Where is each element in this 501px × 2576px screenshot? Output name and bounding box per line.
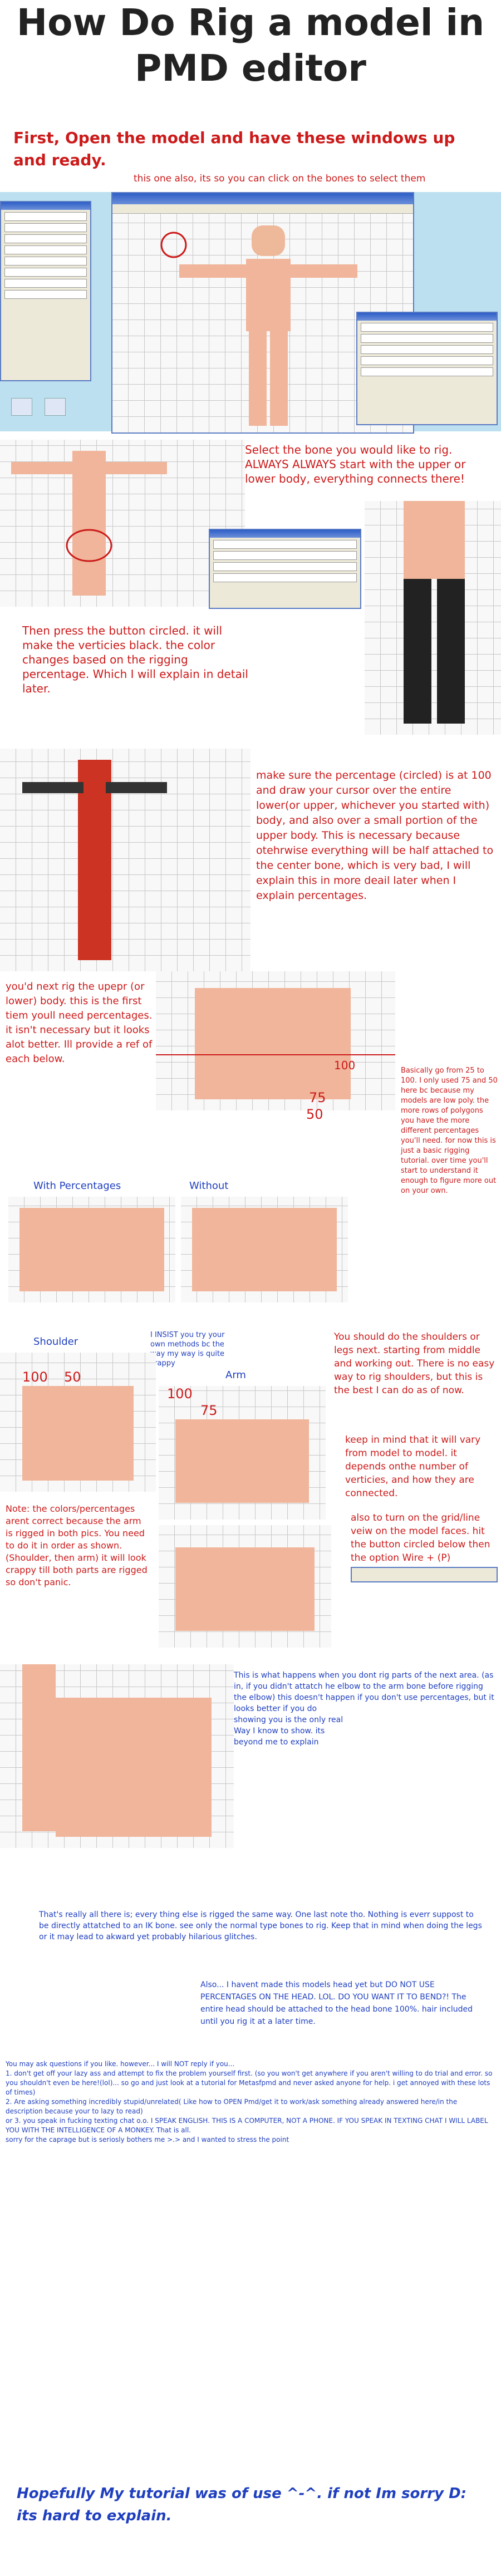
arm-figure	[175, 1419, 309, 1503]
closing-text: Hopefully My tutorial was of use ^-^. if…	[17, 2485, 467, 2524]
step-4-text: make sure the percentage (circled) is at…	[256, 769, 494, 902]
editor-screenshot-1	[0, 192, 501, 434]
arm-view	[159, 1386, 326, 1520]
shoulder-figure	[22, 1386, 134, 1481]
weight-dialog	[209, 529, 361, 609]
desktop-icon	[45, 398, 66, 416]
torso-percentages-view	[156, 971, 395, 1110]
with-percentages-figure	[19, 1208, 164, 1291]
shoulder-label: Shoulder	[33, 1336, 78, 1348]
footer-para-3: You may ask questions if you like. howev…	[6, 2060, 493, 2144]
footer-para-1: That's really all there is; every thing …	[39, 1910, 482, 1941]
without-label: Without	[189, 1180, 229, 1192]
step-2-text: Select the bone you would like to rig. A…	[245, 443, 466, 485]
percent-label-50: 50	[306, 1107, 323, 1122]
desktop-icon	[11, 398, 32, 416]
without-percentages-view	[181, 1197, 348, 1302]
tutorial-title: How Do Rig a model in PMD editor	[0, 0, 501, 91]
shoulder-text-2: keep in mind that it will vary from mode…	[345, 1434, 481, 1499]
arm-label-100: 100	[167, 1386, 193, 1402]
step-5-side-note: Basically go from 25 to 100. I only used…	[401, 1066, 498, 1195]
black-verts-figure	[22, 760, 167, 960]
elbow-figure	[22, 1664, 212, 1837]
lower-body-figure	[404, 501, 465, 724]
material-window	[356, 312, 498, 425]
percent-label-75: 75	[309, 1090, 326, 1105]
upper-body-view	[0, 440, 245, 607]
arm-figure-2	[175, 1547, 315, 1631]
step-1-text: First, Open the model and have these win…	[13, 129, 455, 169]
step-3-text: Then press the button circled. it will m…	[22, 624, 248, 695]
shoulder-note: Note: the colors/percentages arent corre…	[6, 1503, 148, 1587]
wire-toolbar	[351, 1567, 498, 1582]
shoulder-text-3: also to turn on the grid/line veiw on th…	[351, 1512, 490, 1564]
shoulder-label-100: 100	[22, 1369, 48, 1385]
arm-view-2	[159, 1525, 331, 1648]
without-percentages-figure	[192, 1208, 337, 1291]
black-verts-view	[0, 749, 250, 971]
footer-para-2: Also... I havent made this models head y…	[200, 1980, 473, 2026]
insist-note: I INSIST you try your own methods bc the…	[150, 1331, 225, 1368]
shoulder-view	[0, 1353, 156, 1492]
arm-label-75: 75	[200, 1403, 218, 1418]
elbow-view	[0, 1664, 234, 1848]
vertex-weight-window	[0, 201, 91, 381]
step-5-text: you'd next rig the upepr (or lower) body…	[6, 981, 153, 1065]
title-line-2: PMD editor	[135, 47, 366, 90]
step-1-note: this one also, its so you can click on t…	[134, 173, 426, 184]
shoulder-text-1: You should do the shoulders or legs next…	[334, 1331, 495, 1396]
upper-body-figure	[11, 451, 167, 596]
torso-figure	[156, 988, 395, 1099]
shoulder-label-50: 50	[64, 1369, 81, 1385]
elbow-note: This is what happens when you dont rig p…	[234, 1671, 494, 1747]
arm-label: Arm	[225, 1369, 246, 1381]
with-percentages-view	[8, 1197, 175, 1302]
model-figure	[160, 225, 357, 426]
lower-body-view	[365, 501, 501, 735]
title-line-1: How Do Rig a model in	[16, 1, 485, 44]
with-percentages-label: With Percentages	[33, 1180, 121, 1192]
percent-label-100: 100	[334, 1059, 356, 1072]
